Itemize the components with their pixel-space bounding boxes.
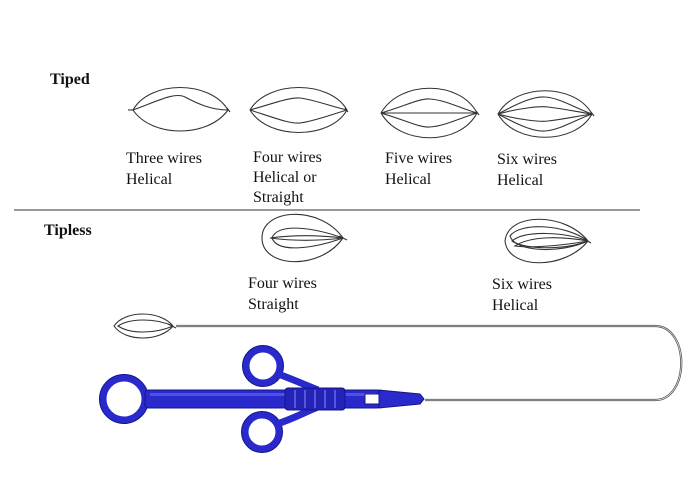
caption-five-wires: Five wires Helical xyxy=(385,150,453,188)
basket-catheter-tip xyxy=(113,313,177,339)
basket-six-wires-tiped xyxy=(497,90,595,138)
thumb-ring[interactable] xyxy=(99,374,149,424)
caption-six-wires-tiped: Six wires Helical xyxy=(497,151,557,189)
basket-four-wires-tipless xyxy=(261,213,348,263)
basket-six-wires-tipless xyxy=(504,218,592,264)
connector-window xyxy=(364,393,380,405)
finger-loop-bottom[interactable] xyxy=(241,411,283,453)
basket-three-wires-tiped xyxy=(128,86,231,132)
handle-assembly[interactable] xyxy=(99,345,425,453)
caption-six-wires-tipless: Six wires Helical xyxy=(492,276,552,314)
catheter-wire xyxy=(176,324,683,402)
tapered-nose xyxy=(378,389,425,409)
basket-four-wires-tiped xyxy=(249,86,349,134)
tiped-heading: Tiped xyxy=(50,71,90,88)
caption-three-wires: Three wires Helical xyxy=(126,150,202,188)
caption-four-wires-tiped: Four wires Helical or Straight xyxy=(253,149,322,206)
tipless-heading: Tipless xyxy=(44,222,92,239)
finger-loop-top[interactable] xyxy=(242,345,284,387)
basket-five-wires-tiped xyxy=(380,87,480,139)
caption-four-wires-tipless: Four wires Straight xyxy=(248,275,317,313)
